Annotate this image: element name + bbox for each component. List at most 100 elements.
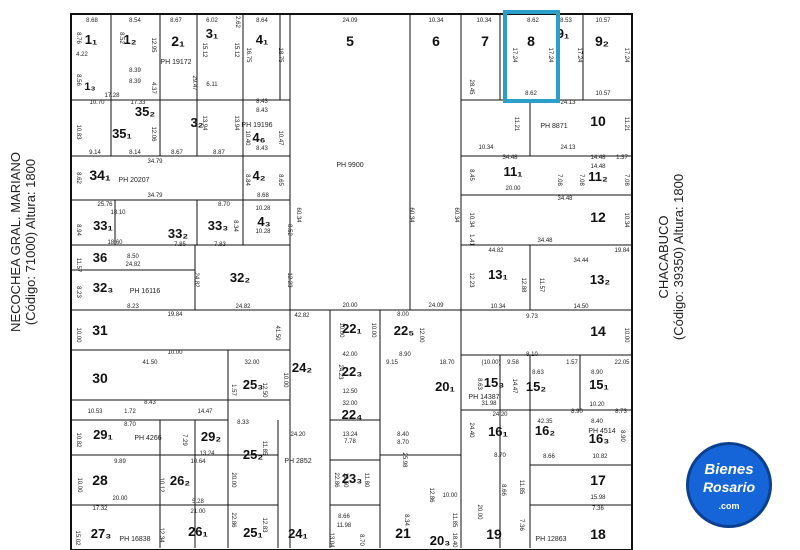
lot-number-label[interactable]: 22₅ <box>394 323 414 338</box>
dimension-label: 10.34 <box>476 18 492 24</box>
dimension-label: 41.50 <box>142 360 158 366</box>
dimension-label: 9.89 <box>114 459 126 465</box>
lot-number-label[interactable]: 10 <box>590 113 606 129</box>
lot-number-label[interactable]: 16₁ <box>488 424 508 439</box>
dimension-label: 10.40 <box>244 130 250 146</box>
dimension-label: 7.78 <box>344 439 356 445</box>
lot-number-label[interactable]: 22₁ <box>342 321 362 336</box>
dimension-label: 10.28 <box>255 229 271 235</box>
lot-number-label[interactable]: 3₁ <box>206 26 219 41</box>
lot-number-label[interactable]: 15₃ <box>484 375 504 390</box>
lot-number-label[interactable]: 7 <box>481 33 489 49</box>
lot-number-label[interactable]: 15₁ <box>589 377 609 392</box>
lot-number-label[interactable]: 16₃ <box>589 431 609 446</box>
lot-number-label[interactable]: 24₂ <box>292 360 312 375</box>
lot-number-label[interactable]: 35₁ <box>112 126 132 141</box>
lot-number-label[interactable]: 4₂ <box>252 168 265 183</box>
lot-number-label[interactable]: 6 <box>432 33 440 49</box>
lot-number-label[interactable]: 31 <box>92 322 108 338</box>
dimension-label: 8.73 <box>615 409 627 415</box>
dimension-label: 8.76 <box>75 32 81 44</box>
bienes-rosario-logo[interactable]: Bienes Rosario .com <box>686 442 772 528</box>
lot-number-label[interactable]: 32₃ <box>93 280 113 295</box>
lot-number-label[interactable]: 13₁ <box>488 267 508 282</box>
dimension-label: 19.84 <box>167 312 183 318</box>
lot-number-label[interactable]: 1₁ <box>85 32 98 47</box>
lot-number-label[interactable]: 13₂ <box>590 272 610 287</box>
dimension-label: 8.52 <box>118 32 124 44</box>
lot-number-label[interactable]: 33₃ <box>208 218 228 233</box>
dimension-label: 17.33 <box>130 100 146 106</box>
dimension-label: 10.82 <box>592 454 608 460</box>
dimension-label: 12.86 <box>428 487 434 503</box>
lot-number-label[interactable]: 5 <box>346 33 354 49</box>
dimension-label: 32.00 <box>342 401 358 407</box>
lot-number-label[interactable]: 1₃ <box>84 81 95 93</box>
lot-number-label[interactable]: 15₂ <box>526 379 546 394</box>
lot-highlight <box>503 10 560 103</box>
dimension-label: 17.28 <box>104 93 120 99</box>
lot-number-label[interactable]: 8 <box>527 33 535 49</box>
lot-number-label[interactable]: 14 <box>590 323 606 339</box>
lot-number-label[interactable]: 3₂ <box>190 115 203 130</box>
dimension-label: 8.90 <box>619 430 625 442</box>
lot-number-label[interactable]: 29₂ <box>201 429 221 444</box>
lot-number-label[interactable]: 25₂ <box>243 447 263 462</box>
lot-number-label[interactable]: 28 <box>92 472 108 488</box>
lot-number-label[interactable]: 30 <box>92 370 108 386</box>
dimension-label: 11.21 <box>513 117 519 132</box>
lot-number-label[interactable]: 22₄ <box>342 407 363 422</box>
dimension-label: 8.33 <box>237 420 249 426</box>
lot-number-label[interactable]: 20₃ <box>430 533 450 548</box>
dimension-label: 8.94 <box>75 224 81 236</box>
dimension-label: 12.34 <box>158 527 164 543</box>
lot-number-label[interactable]: 4₁ <box>256 32 269 47</box>
lot-number-label[interactable]: 16₂ <box>535 423 555 438</box>
lot-number-label[interactable]: 26₁ <box>188 524 208 539</box>
lot-number-label[interactable]: 27₃ <box>91 526 111 541</box>
lot-number-label[interactable]: 25₃ <box>243 377 263 392</box>
lot-number-label[interactable]: 17 <box>590 472 606 488</box>
lot-number-label[interactable]: 9₂ <box>595 33 609 49</box>
lot-number-label[interactable]: 29₁ <box>93 427 113 442</box>
lot-number-label[interactable]: 18 <box>590 526 606 542</box>
lot-number-label[interactable]: 2₁ <box>171 33 185 49</box>
dimension-label: 20.00 <box>230 472 236 488</box>
dimension-label: 8.90 <box>571 409 583 415</box>
lot-number-label[interactable]: 4₃ <box>257 214 270 229</box>
lot-number-label[interactable]: 33₂ <box>168 226 188 241</box>
lot-number-label[interactable]: 33₁ <box>93 218 113 233</box>
dimension-label: 22.86 <box>333 472 339 488</box>
lot-number-label[interactable]: 11₁ <box>503 164 522 179</box>
dimension-label: 7.29 <box>181 434 187 446</box>
dimension-label: 12.50 <box>342 472 348 488</box>
lot-number-label[interactable]: 35₂ <box>135 104 155 119</box>
lot-number-label[interactable]: 22₃ <box>342 364 362 379</box>
lot-number-label[interactable]: 25₁ <box>243 525 263 540</box>
dimension-label: 15.02 <box>74 530 80 546</box>
lot-number-label[interactable]: 32₂ <box>230 270 250 285</box>
lot-number-label[interactable]: 11₂ <box>588 169 608 184</box>
lot-number-label[interactable]: 24₁ <box>288 526 308 541</box>
dimension-label: 14.48 <box>590 164 606 170</box>
lot-number-label[interactable]: 19 <box>486 526 502 542</box>
dimension-label: 14.50 <box>573 304 589 310</box>
lot-number-label[interactable]: 4₆ <box>252 130 265 145</box>
dimension-label: 17.24 <box>623 47 629 63</box>
lot-number-label[interactable]: 36 <box>93 250 107 265</box>
dimension-label: 8.65 <box>277 174 283 186</box>
street-label-chacabuco: CHACABUCO (Código: 39350) Altura: 1800 <box>656 142 686 372</box>
lot-number-label[interactable]: 20₁ <box>435 379 455 394</box>
lot-number-label[interactable]: 12 <box>590 209 606 225</box>
dimension-label: 24.09 <box>428 303 444 309</box>
lot-number-label[interactable]: 34₁ <box>89 167 111 183</box>
lot-number-label[interactable]: 21 <box>395 525 411 541</box>
lot-number-label[interactable]: 1₂ <box>123 32 136 47</box>
dimension-label: 10.28 <box>255 206 271 212</box>
lot-number-label[interactable]: 23₃ <box>342 471 362 486</box>
lot-boundaries <box>71 14 632 548</box>
lot-number-label[interactable]: 26₂ <box>170 473 190 488</box>
dimension-label: 5.28 <box>192 499 204 505</box>
